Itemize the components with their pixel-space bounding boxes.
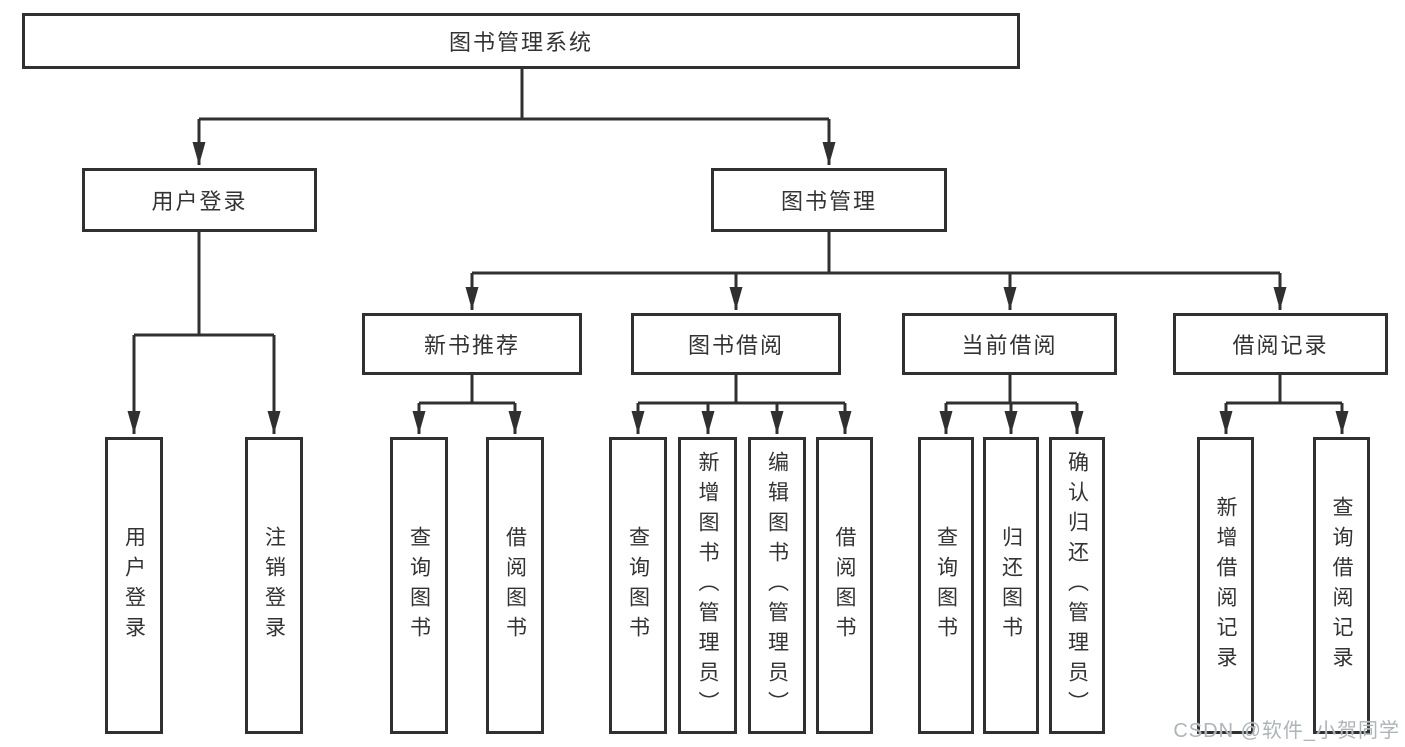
leaf-confirm-return-admin: 确认归还（管理员） xyxy=(1049,437,1105,734)
leaf-label: 查询图书 xyxy=(626,525,650,646)
node-current-borrow: 当前借阅 xyxy=(902,313,1117,375)
node-label: 借阅记录 xyxy=(1232,333,1329,358)
node-library-management-system: 图书管理系统 xyxy=(22,13,1020,69)
leaf-label: 编辑图书（管理员） xyxy=(765,450,789,721)
leaf-add-book-admin: 新增图书（管理员） xyxy=(678,437,737,734)
leaf-label: 用户登录 xyxy=(122,525,146,646)
leaf-label: 借阅图书 xyxy=(833,525,856,646)
leaf-logout: 注销登录 xyxy=(245,437,303,734)
leaf-borrow-books: 借阅图书 xyxy=(816,437,873,734)
leaf-label: 确认归还（管理员） xyxy=(1065,450,1089,721)
node-user-login: 用户登录 xyxy=(82,168,317,232)
node-label: 新书推荐 xyxy=(423,333,520,358)
leaf-query-books-recommend: 查询图书 xyxy=(390,437,448,734)
node-label: 用户登录 xyxy=(151,189,248,214)
leaf-label: 归还图书 xyxy=(999,525,1023,646)
csdn-watermark: CSDN @软件_小贺同学 xyxy=(1173,720,1400,742)
leaf-edit-book-admin: 编辑图书（管理员） xyxy=(748,437,806,734)
node-label: 当前借阅 xyxy=(961,333,1058,358)
leaf-label: 查询图书 xyxy=(407,525,431,646)
leaf-label: 新增借阅记录 xyxy=(1214,495,1237,676)
leaf-label: 借阅图书 xyxy=(503,525,527,646)
leaf-query-borrow-record: 查询借阅记录 xyxy=(1313,437,1370,734)
node-book-borrow: 图书借阅 xyxy=(631,313,841,375)
leaf-query-books-current: 查询图书 xyxy=(918,437,974,734)
leaf-add-borrow-record: 新增借阅记录 xyxy=(1197,437,1254,734)
node-borrow-records: 借阅记录 xyxy=(1173,313,1388,375)
leaf-return-book: 归还图书 xyxy=(983,437,1039,734)
leaf-label: 查询图书 xyxy=(934,525,958,646)
leaf-label: 查询借阅记录 xyxy=(1330,495,1353,676)
leaf-borrow-books-recommend: 借阅图书 xyxy=(486,437,544,734)
leaf-label: 注销登录 xyxy=(262,525,286,646)
node-label: 图书管理 xyxy=(780,189,877,214)
node-book-management: 图书管理 xyxy=(711,168,947,232)
node-label: 图书管理系统 xyxy=(448,30,593,55)
node-new-book-recommend: 新书推荐 xyxy=(362,313,582,375)
leaf-user-login: 用户登录 xyxy=(105,437,163,734)
leaf-label: 新增图书（管理员） xyxy=(696,450,719,721)
node-label: 图书借阅 xyxy=(687,333,784,358)
leaf-query-books-borrow: 查询图书 xyxy=(609,437,667,734)
